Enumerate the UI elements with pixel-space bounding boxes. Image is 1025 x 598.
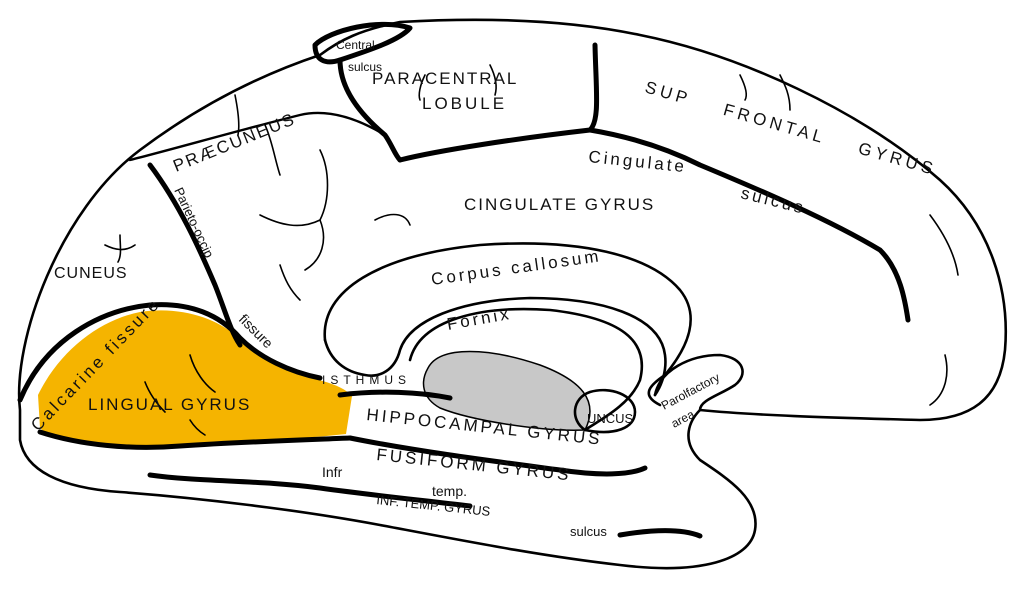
parolfactory-outline [653,353,744,412]
minor-sulcus [144,381,166,413]
minor-sulcus [234,94,240,136]
minor-sulcus [418,74,426,101]
label-sup-frontal-gyrus: SUP FRONTAL GYRUS [643,78,939,180]
label-temp: temp. [432,483,467,499]
label-central-sulcus-2: sulcus [348,60,382,74]
label-fusiform-gyrus: FUSIFORM GYRUS [376,445,573,484]
label-parolfactory-1: Parolfactory [659,370,722,412]
inferior-temporal-sulcus [147,472,473,509]
minor-sulcus [739,74,747,101]
label-cingulate-gyrus: CINGULATE GYRUS [464,195,655,214]
label-cuneus: CUNEUS [54,265,128,282]
minor-sulcus [189,419,206,436]
label-central-sulcus-1: Central [336,38,375,52]
fornix-outline [408,307,644,432]
minor-sulcus [929,354,948,406]
label-infr: Infr [322,464,343,480]
minor-sulcus [264,124,281,176]
label-parolfactory-2: area [669,407,697,431]
cingulate-sulcus [587,127,911,323]
lower-lingual-edge [37,429,353,450]
label-parieto-occip: Parieto-occip [171,185,217,260]
hemisphere-outline [17,18,1007,570]
corpus-callosum-inner [323,296,667,397]
minor-sulcus [374,213,411,226]
label-isthmus: ISTHMUS [322,373,411,387]
label-paracentral: PARACENTRAL [372,69,518,88]
label-cingulate-sulcus-2: sulcus [739,183,808,217]
uncus-outline [573,388,637,434]
minor-sulcus [189,354,216,393]
central-sulcus-outline [312,21,413,65]
label-lingual-gyrus: LINGUAL GYRUS [88,395,251,414]
lingual-gyrus-region [38,310,352,447]
label-corpus-callosum: Corpus callosum [430,246,603,289]
minor-sulcus [489,64,497,96]
label-praecuneus: PRÆCUNEUS [170,109,298,175]
cingulate-marginal [397,42,600,163]
minor-sulcus [304,219,325,271]
minor-sulcus [279,264,301,301]
hippocampal-boundary [337,389,453,401]
collateral-sulcus [347,435,648,477]
label-sulcus-bottom: sulcus [570,524,607,539]
calcarine-fissure [17,302,323,403]
label-uncus: UNCUS [587,411,634,426]
minor-sulcus [779,74,791,111]
praecuneus-boundary [128,111,387,162]
minor-sulcus [929,214,959,276]
label-lobule: LOBULE [422,94,507,113]
minor-sulcus [117,234,122,263]
minor-sulcus [259,149,329,227]
inferior-temporal-sulcus-2 [617,528,703,539]
